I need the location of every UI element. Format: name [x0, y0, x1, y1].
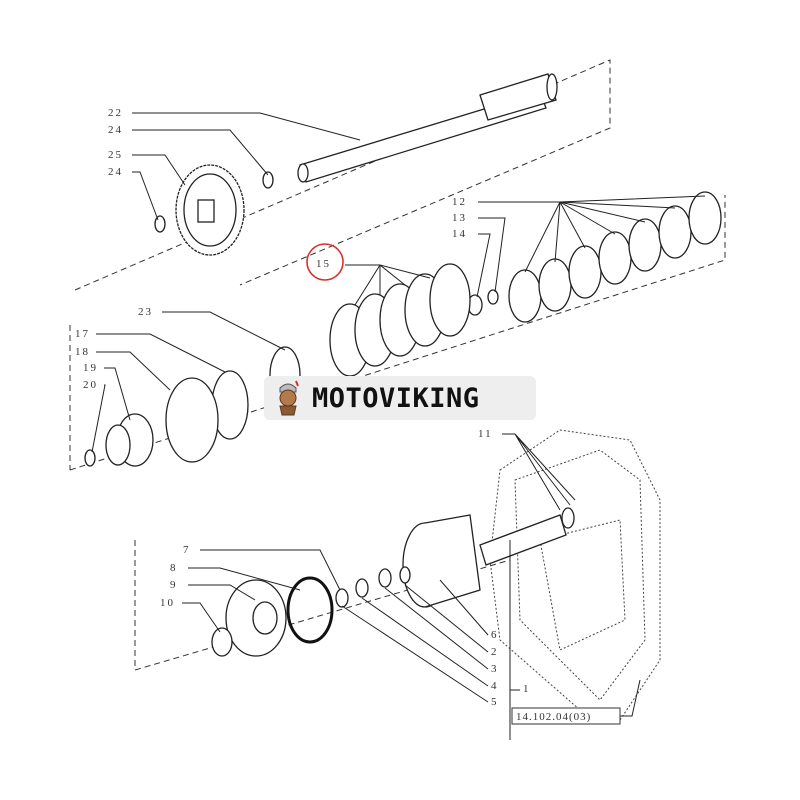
o-ring-part [286, 576, 334, 644]
callout-20: 20 [83, 379, 98, 391]
clutch-pack-part [329, 263, 471, 377]
ring-part [378, 568, 392, 588]
callout-22: 22 [108, 107, 123, 119]
viking-mascot-icon [279, 380, 299, 416]
callout-24: 24 [108, 124, 123, 136]
flange-bore [252, 601, 278, 635]
snap-ring-part [154, 215, 166, 233]
callout-4: 4 [491, 680, 499, 692]
callout-3: 3 [491, 663, 499, 675]
callout-12: 12 [452, 196, 467, 208]
circlip-part [165, 377, 219, 463]
hub-part [105, 413, 154, 467]
callout-9: 9 [170, 579, 178, 591]
callout-18: 18 [75, 346, 90, 358]
leader-lines [91, 112, 706, 740]
callout-13: 13 [452, 212, 467, 224]
ring-part [335, 588, 349, 608]
watermark-brand: MOTOVIKING [312, 382, 480, 414]
middle-dashed-boundary [69, 195, 726, 471]
seal-ring-part [561, 507, 575, 529]
callout-7: 7 [183, 544, 191, 556]
callout-1: 1 [523, 683, 531, 695]
callout-25: 25 [108, 149, 123, 161]
shaft-part [297, 73, 558, 183]
gear-part [175, 164, 245, 256]
snap-ring-part [262, 171, 274, 189]
snap-ring-part [84, 449, 96, 467]
watermark-banner: MOTOVIKING [264, 376, 536, 420]
ring-part [355, 578, 369, 598]
bearing-part [399, 566, 411, 584]
callout-2: 2 [491, 646, 499, 658]
reference-code-box [511, 707, 621, 725]
drum-part [402, 514, 567, 608]
highlight-circle [306, 243, 344, 281]
upper-dashed-boundary [74, 59, 611, 291]
lower-dashed-boundary [134, 540, 511, 671]
ring-part [487, 289, 499, 305]
transmission-housing-part [489, 429, 661, 721]
callout-17: 17 [75, 328, 90, 340]
callout-23: 23 [138, 306, 153, 318]
callout-8: 8 [170, 562, 178, 574]
callout-19: 19 [83, 362, 98, 374]
callout-6: 6 [491, 629, 499, 641]
reference-code: 14.102.04(03) [516, 711, 591, 723]
callout-10: 10 [160, 597, 175, 609]
callout-24b: 24 [108, 166, 123, 178]
callout-11: 11 [478, 428, 493, 440]
callout-15: 15 [316, 258, 331, 270]
washer-part [211, 627, 233, 657]
callout-5: 5 [491, 696, 499, 708]
spring-washers-part [508, 191, 722, 323]
callout-14: 14 [452, 228, 467, 240]
